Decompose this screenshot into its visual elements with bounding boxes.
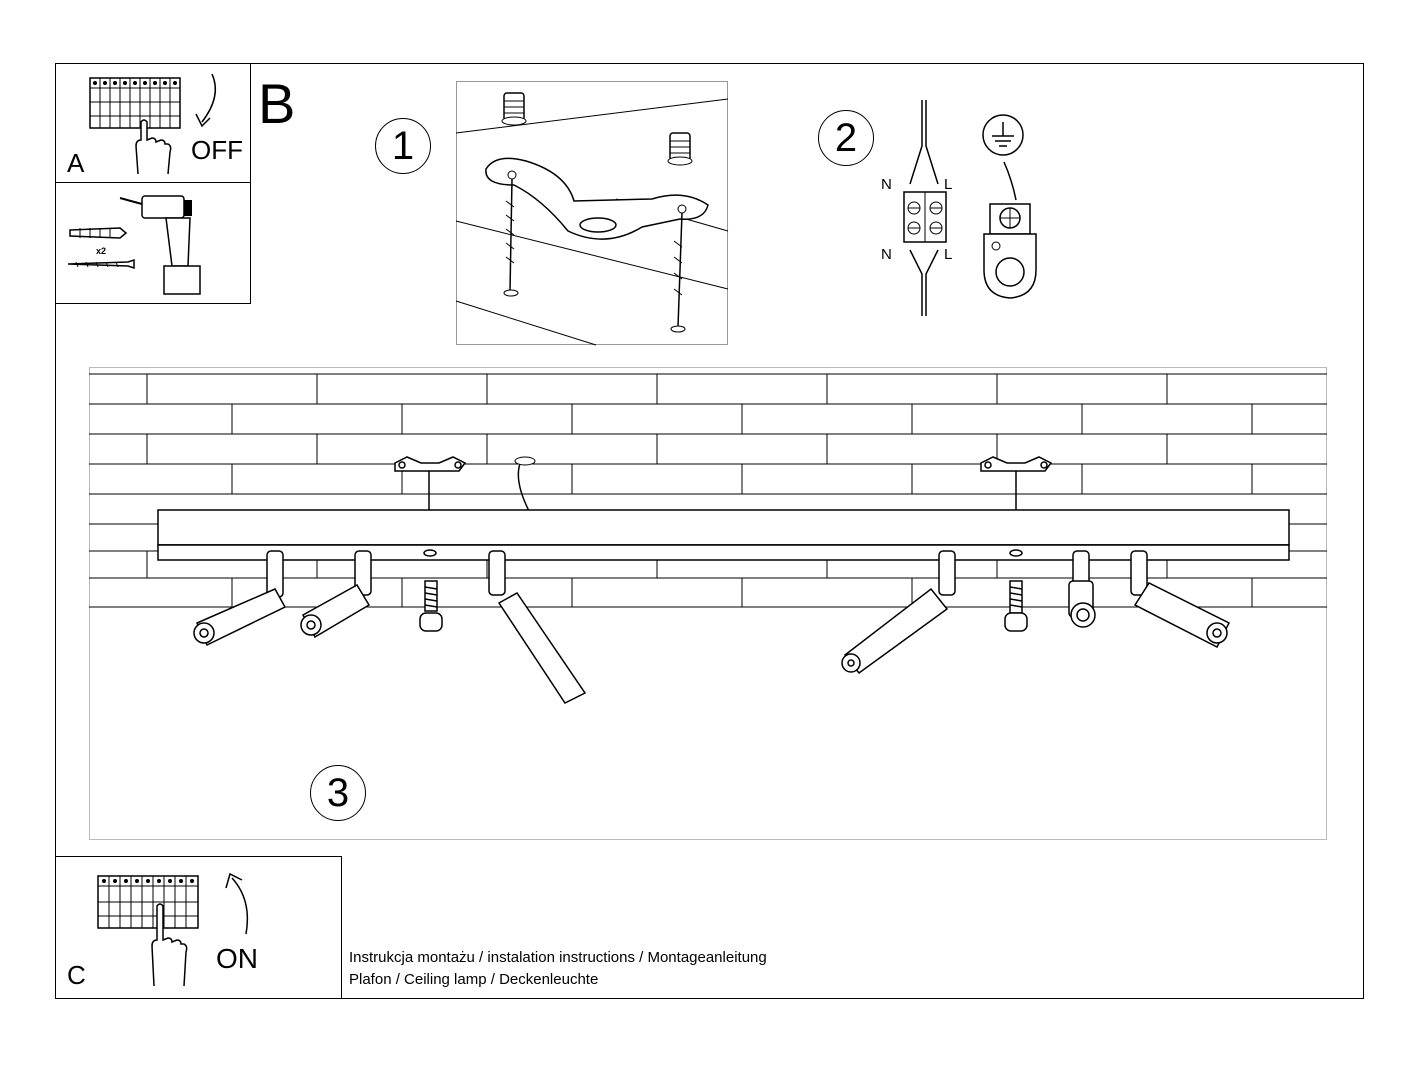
wire-label-n-bottom: N (881, 246, 892, 263)
wall-plug-icon (69, 227, 128, 239)
drill-icon (119, 195, 201, 295)
spotlight-icon (193, 550, 287, 647)
section-b-letter: B (258, 72, 296, 135)
hand-icon (151, 903, 188, 987)
switch-arrow-icon (225, 872, 249, 935)
wire-label-l-bottom: L (944, 246, 953, 263)
step-3-number: 3 (310, 765, 366, 821)
mounting-bracket-icon (980, 456, 1053, 511)
caption-product: Plafon / Ceiling lamp / Deckenleuchte (349, 971, 599, 988)
ground-terminal-icon (983, 161, 1037, 299)
quantity-label: x2 (96, 246, 107, 256)
screw-icon (1004, 549, 1028, 632)
ground-symbol-icon (982, 114, 1024, 156)
spotlight-icon (1130, 550, 1231, 649)
mounting-bracket-icon (485, 157, 709, 240)
step-1-number: 1 (375, 118, 431, 174)
screw-icon (67, 258, 135, 270)
breaker-panel-icon (97, 875, 199, 929)
spotlight-icon (841, 550, 956, 675)
hand-icon (135, 119, 172, 175)
supply-cable (517, 460, 530, 512)
switch-arrow-icon (195, 73, 217, 128)
instruction-sheet-frame (55, 63, 1364, 999)
lamp-installation-illustration (89, 367, 1327, 840)
mounting-bracket-illustration (455, 81, 729, 346)
screw-icon (419, 549, 443, 632)
wall-plug-icon (501, 92, 527, 126)
terminal-block-icon (903, 100, 947, 316)
mounting-bracket-icon (394, 456, 467, 511)
spotlight-icon (1068, 550, 1096, 628)
lamp-bar (157, 509, 1290, 546)
caption-instructions: Instrukcja montażu / instalation instruc… (349, 949, 767, 966)
panel-c-letter: C (67, 960, 86, 990)
off-label: OFF (191, 135, 243, 165)
wire-label-n-top: N (881, 176, 892, 193)
breaker-panel-icon (89, 77, 181, 129)
spotlight-icon (488, 550, 587, 704)
wall-plug-icon (667, 132, 693, 166)
wire-label-l-top: L (944, 176, 953, 193)
panel-tools (55, 182, 251, 304)
panel-a-letter: A (67, 148, 85, 178)
spotlight-icon (300, 550, 372, 639)
step-2-number: 2 (818, 110, 874, 166)
on-label: ON (216, 943, 258, 974)
